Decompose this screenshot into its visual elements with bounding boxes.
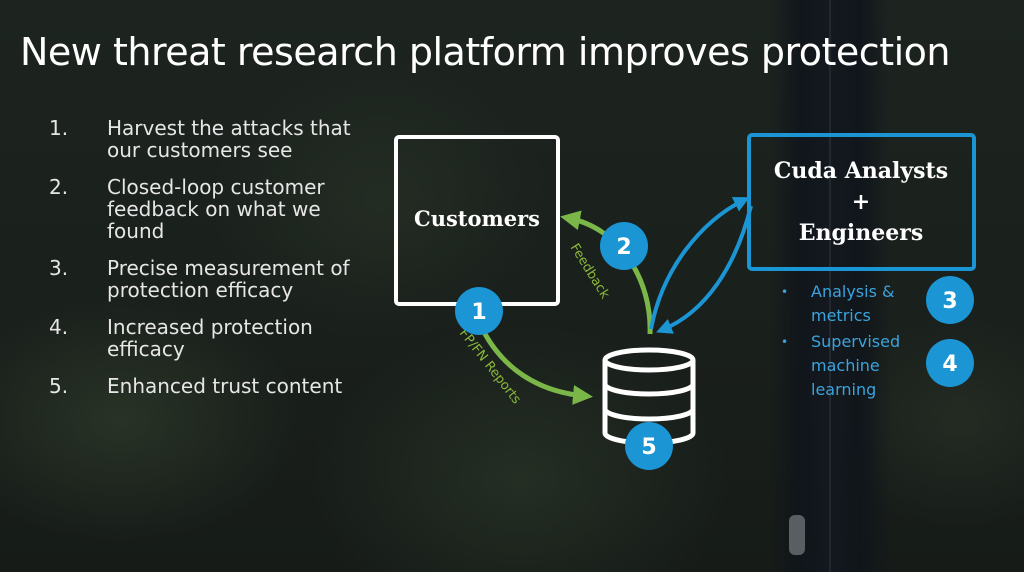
db-to-analysts-arrow: [656, 205, 753, 334]
step-text: Closed-loop customer feedback on what we…: [107, 175, 325, 243]
analysts-label-line1: Cuda Analysts: [774, 158, 948, 184]
badge-1: 1: [455, 287, 503, 335]
badge-5: 5: [625, 422, 673, 470]
step-number: 4.: [49, 315, 69, 339]
reports-arrow: [475, 318, 593, 405]
bullet-item: • Analysis & metrics: [781, 280, 916, 328]
step-item: 4. Increased protection efficacy: [49, 316, 352, 360]
bullet-item: • Supervised machine learning: [781, 330, 916, 402]
step-number: 2.: [49, 175, 69, 199]
step-text: Increased protection efficacy: [107, 315, 313, 361]
bullet-text: Analysis & metrics: [811, 282, 895, 325]
analysts-label-line3: Engineers: [799, 220, 923, 246]
step-item: 1. Harvest the attacks that our customer…: [49, 117, 352, 161]
analysts-to-db-arrow: [649, 197, 750, 330]
step-text: Enhanced trust content: [107, 374, 343, 398]
customers-label: Customers: [414, 206, 540, 231]
step-item: 2. Closed-loop customer feedback on what…: [49, 176, 352, 242]
step-text: Harvest the attacks that our customers s…: [107, 116, 351, 162]
step-number: 5.: [49, 374, 69, 398]
badge-3-number: 3: [942, 289, 957, 314]
background-road: [770, 0, 890, 572]
slide-title: New threat research platform improves pr…: [20, 30, 951, 74]
badge-2: 2: [600, 222, 648, 270]
badge-3: 3: [926, 276, 974, 324]
steps-list: 1. Harvest the attacks that our customer…: [49, 117, 352, 412]
step-item: 5. Enhanced trust content: [49, 375, 352, 397]
background-road-line: [829, 0, 831, 572]
step-item: 3. Precise measurement of protection eff…: [49, 257, 352, 301]
analysts-bullets: • Analysis & metrics • Supervised machin…: [781, 280, 916, 404]
badge-4-number: 4: [942, 352, 957, 377]
analysts-label-line2: +: [852, 189, 870, 215]
step-number: 3.: [49, 256, 69, 280]
badge-1-number: 1: [471, 300, 486, 325]
badge-5-number: 5: [641, 435, 656, 460]
badge-2-number: 2: [616, 235, 631, 260]
step-number: 1.: [49, 116, 69, 140]
badge-4: 4: [926, 339, 974, 387]
bullet-dot-icon: •: [781, 335, 789, 349]
background-car: [789, 515, 805, 555]
bullet-text: Supervised machine learning: [811, 332, 901, 399]
step-text: Precise measurement of protection effica…: [107, 256, 350, 302]
bullet-dot-icon: •: [781, 285, 789, 299]
